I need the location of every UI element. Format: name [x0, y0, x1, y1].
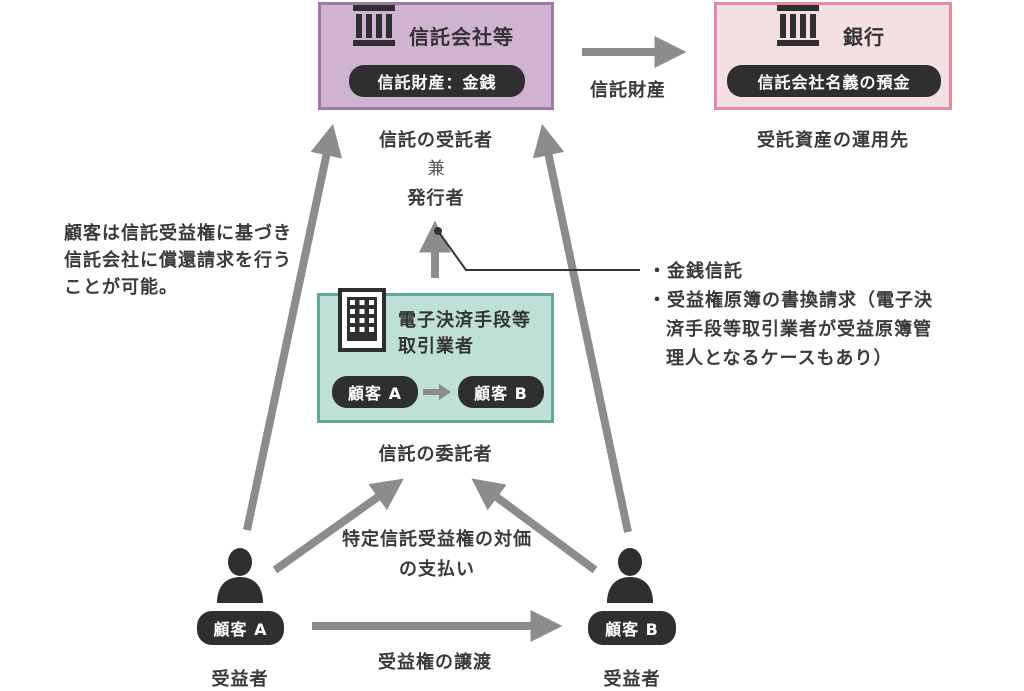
customer-a-pill: 顧客 A [332, 376, 418, 408]
arrows-layer [243, 36, 687, 642]
person-icon [607, 548, 653, 603]
right-arrow-icon [423, 384, 451, 400]
exchange-operator-box: 電子決済手段等 取引業者 顧客 A 顧客 B [317, 288, 554, 423]
customer-a-to-exchange-arrow [272, 478, 404, 574]
redemption-note-line: 顧客は信託受益権に基づき [64, 223, 292, 244]
customer-a-beneficiary-pill: 顧客 A [197, 611, 284, 645]
redemption-note-line: ことが可能。 [64, 277, 178, 298]
trust-type-note-line: 理人となるケースもあり） [666, 348, 893, 369]
payment-label-line: 特定信託受益権の対価 [342, 529, 532, 550]
trust-company-title: 信託会社等 [409, 25, 514, 49]
customer-b-caption: 受益者 [603, 669, 661, 690]
trust-type-note-line: ・金銭信託 [648, 261, 743, 282]
issuer-role-label: 発行者 [407, 188, 465, 209]
bank-title: 銀行 [843, 25, 885, 49]
transfer-label: 受益権の譲渡 [378, 652, 492, 673]
redemption-note-line: 信託会社に償還請求を行う [64, 250, 292, 271]
bank-building-icon [353, 5, 395, 46]
settlor-caption: 信託の委託者 [378, 444, 493, 465]
trust-type-note: ・金銭信託 ・受益権原簿の書換請求（電子決 済手段等取引業者が受益原簿管 理人と… [648, 257, 933, 373]
payment-label: 特定信託受益権の対価 の支払い [322, 525, 552, 585]
customer-b-to-exchange-arrow [471, 478, 598, 574]
person-icon [217, 548, 263, 603]
payment-label-line: の支払い [399, 559, 475, 580]
customer-b-pill: 顧客 B [458, 376, 544, 408]
leader-line [437, 230, 640, 271]
customer-b-to-trust-arrow [532, 123, 632, 533]
office-building-icon [338, 288, 386, 352]
trust-property-pill: 信託財産：金銭 [349, 65, 525, 97]
trust-property-flow-label: 信託財産 [590, 80, 666, 101]
bank-deposit-pill: 信託会社名義の預金 [727, 65, 941, 97]
trustee-role-label: 信託の受託者 [379, 130, 493, 151]
bank-building-icon [777, 5, 819, 46]
customer-a-caption: 受益者 [211, 669, 269, 690]
bank-box: 銀行 信託会社名義の預金 [714, 2, 952, 110]
trust-type-note-line: ・受益権原簿の書換請求（電子決 [648, 290, 933, 311]
customer-b-beneficiary-pill: 顧客 B [588, 611, 676, 645]
bank-caption: 受託資産の運用先 [757, 130, 909, 151]
redemption-note: 顧客は信託受益権に基づき 信託会社に償還請求を行う ことが可能。 [64, 220, 292, 301]
role-connector-label: 兼 [427, 159, 445, 179]
exchange-operator-title-line2: 取引業者 [398, 336, 474, 357]
customer-a-to-trust-arrow [243, 123, 343, 531]
trust-company-box: 信託会社等 信託財産：金銭 [318, 2, 554, 110]
trust-type-note-line: 済手段等取引業者が受益原簿管 [666, 319, 932, 340]
exchange-operator-title-line1: 電子決済手段等 [398, 310, 531, 331]
